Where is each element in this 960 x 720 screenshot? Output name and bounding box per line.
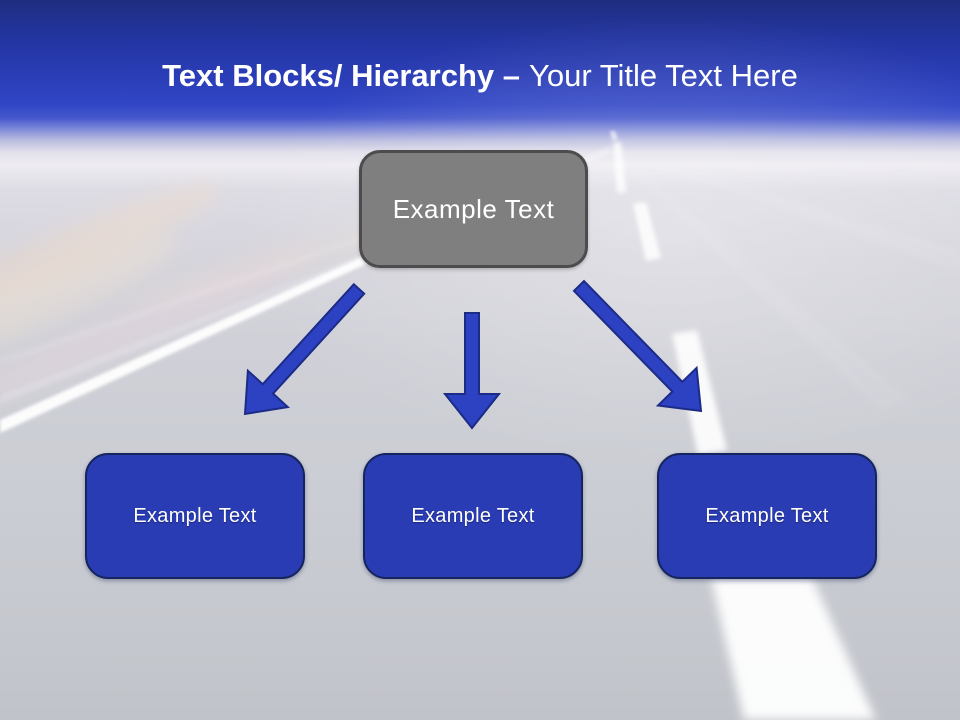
slide-title-subtitle: Your Title Text Here [529, 58, 798, 93]
down-left-arrow-icon [243, 282, 366, 416]
down-arrow-icon [442, 312, 502, 430]
child-text-block-3[interactable]: Example Text [657, 453, 877, 579]
child-text-block-1-label: Example Text [133, 504, 257, 527]
parent-text-block-label: Example Text [392, 193, 555, 224]
sunrise-streaks [0, 183, 474, 410]
slide-title-topic: Text Blocks/ Hierarchy – [162, 58, 520, 93]
child-text-block-2[interactable]: Example Text [363, 453, 583, 579]
slide-title[interactable]: Text Blocks/ Hierarchy – Your Title Text… [0, 55, 960, 97]
child-text-block-1[interactable]: Example Text [85, 453, 305, 579]
child-text-block-2-label: Example Text [411, 504, 535, 527]
down-right-arrow-icon [572, 279, 703, 413]
child-text-block-3-label: Example Text [705, 504, 829, 527]
parent-text-block[interactable]: Example Text [359, 150, 588, 268]
